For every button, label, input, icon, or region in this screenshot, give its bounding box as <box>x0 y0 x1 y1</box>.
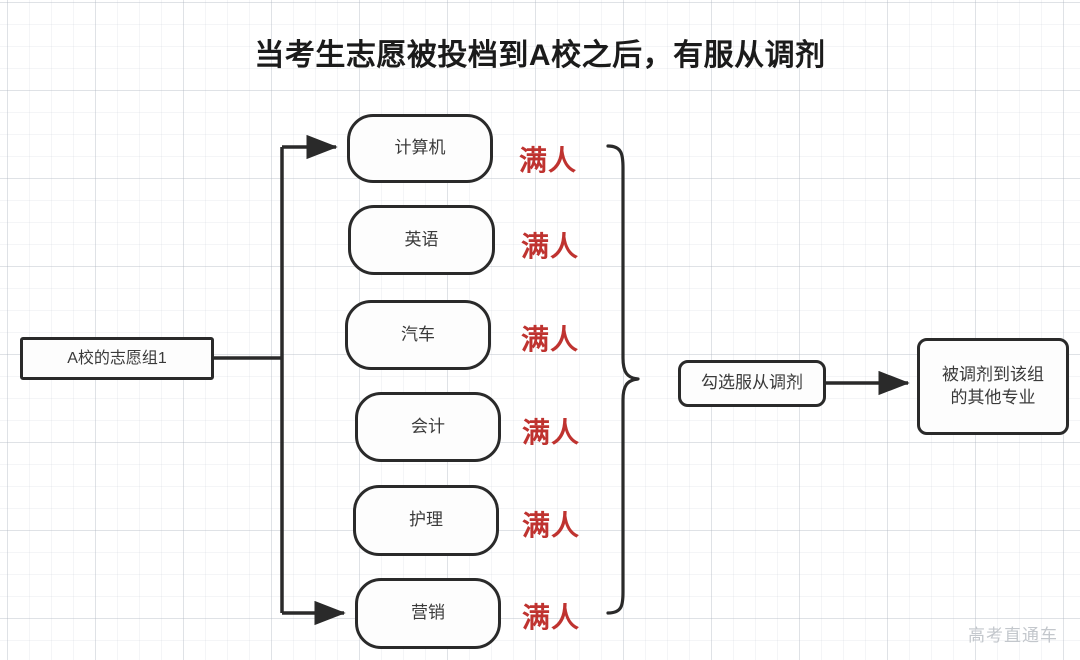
major-status-1: 满人 <box>519 145 578 176</box>
result-node-label-line1: 被调剂到该组 <box>942 364 1044 384</box>
major-status-4: 满人 <box>522 417 581 448</box>
major-node-5[interactable]: 护理 <box>353 485 499 556</box>
major-node-label: 英语 <box>404 229 439 249</box>
major-node-label: 护理 <box>409 510 443 530</box>
major-node-4[interactable]: 会计 <box>355 392 501 462</box>
major-status-5: 满人 <box>522 510 581 541</box>
source-node-label: A校的志愿组1 <box>67 349 167 367</box>
condition-node-accept-transfer[interactable]: 勾选服从调剂 <box>678 360 826 407</box>
major-status-3: 满人 <box>521 324 580 355</box>
major-node-label: 会计 <box>411 416 445 436</box>
source-node-a-school-group[interactable]: A校的志愿组1 <box>20 337 214 380</box>
grouping-brace <box>606 144 640 615</box>
major-status-6: 满人 <box>522 602 581 633</box>
major-node-2[interactable]: 英语 <box>348 205 495 275</box>
major-node-1[interactable]: 计算机 <box>347 114 493 183</box>
major-node-label: 计算机 <box>394 138 446 158</box>
result-node-label-line2: 的其他专业 <box>950 387 1036 407</box>
major-node-6[interactable]: 营销 <box>355 578 501 649</box>
page-title: 当考生志愿被投档到A校之后，有服从调剂 <box>254 39 826 72</box>
major-node-label: 汽车 <box>401 324 435 344</box>
source-trunk-lines <box>214 147 284 613</box>
major-node-label: 营销 <box>411 603 445 623</box>
major-status-2: 满人 <box>521 231 580 262</box>
condition-node-label: 勾选服从调剂 <box>701 373 803 393</box>
major-node-3[interactable]: 汽车 <box>345 300 491 370</box>
result-node-transferred-major[interactable]: 被调剂到该组 的其他专业 <box>917 338 1069 435</box>
watermark: 高考直通车 <box>968 626 1058 645</box>
